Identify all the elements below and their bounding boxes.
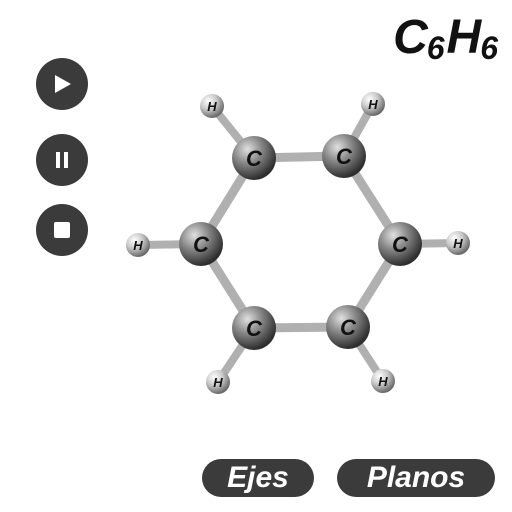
play-button[interactable] [36, 58, 88, 110]
planes-button[interactable]: Planos [337, 459, 495, 497]
carbon-label: C [246, 146, 263, 171]
hydrogen-atom: H [206, 370, 230, 394]
carbon-atom: C [378, 222, 422, 266]
formula-carbon-count: 6 [426, 30, 445, 66]
stop-icon [54, 222, 70, 238]
hydrogen-label: H [378, 374, 388, 389]
pause-button[interactable] [36, 134, 88, 186]
play-icon [55, 75, 71, 93]
hydrogen-label: H [207, 99, 217, 114]
axes-button[interactable]: Ejes [202, 459, 314, 497]
hydrogen-label: H [453, 236, 463, 251]
hydrogen-label: H [368, 97, 378, 112]
hydrogen-label: H [133, 238, 143, 253]
carbon-atom: C [179, 222, 223, 266]
formula-hydrogen-count: 6 [480, 30, 498, 66]
carbon-atom: C [232, 306, 276, 350]
carbon-label: C [246, 316, 263, 341]
pause-icon [56, 152, 68, 168]
carbon-label: C [392, 232, 409, 257]
hydrogen-atom: H [126, 233, 150, 257]
carbon-atom: C [322, 134, 366, 178]
formula-carbon: C [393, 11, 428, 64]
stop-button[interactable] [36, 204, 88, 256]
carbon-label: C [336, 144, 353, 169]
carbon-label: C [340, 315, 357, 340]
hydrogen-label: H [213, 375, 223, 390]
hydrogen-atom: H [446, 231, 470, 255]
hydrogen-atom: H [200, 94, 224, 118]
carbon-atoms: C C C C C C [179, 134, 422, 350]
carbon-atom: C [326, 305, 370, 349]
carbon-atom: C [232, 136, 276, 180]
hydrogen-atoms: H H H H H H [126, 92, 470, 394]
molecular-formula: C 6 H 6 [393, 6, 500, 70]
hydrogen-atom: H [361, 92, 385, 116]
carbon-label: C [193, 232, 210, 257]
formula-hydrogen: H [446, 11, 482, 64]
hydrogen-atom: H [371, 369, 395, 393]
